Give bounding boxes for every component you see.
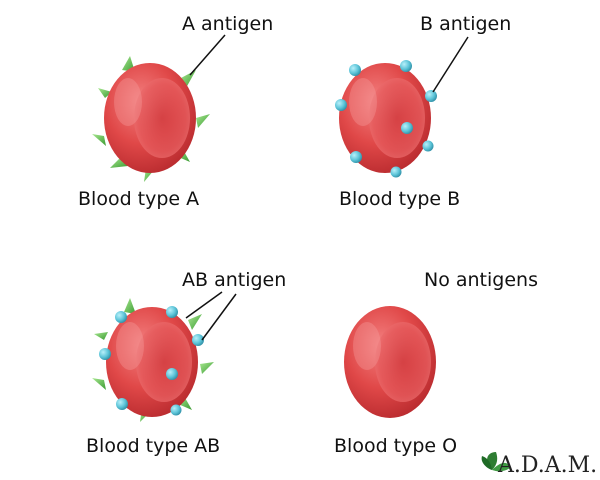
b-antigen-dots [335, 60, 437, 178]
cell-type-b [335, 60, 437, 178]
ab-antigen-pointer-1 [185, 291, 223, 319]
adam-logo: A.D.A.M. [481, 452, 597, 478]
blood-type-ab-label: Blood type AB [86, 435, 220, 457]
ab-b-antigen-dots [99, 306, 204, 416]
b-antigen-label: B antigen [420, 13, 511, 35]
ab-antigen-label: AB antigen [182, 269, 286, 291]
ab-a-antigen-spikes [92, 298, 214, 422]
a-antigen-pointer [189, 34, 226, 76]
no-antigens-label: No antigens [424, 269, 538, 291]
adam-logo-text: A.D.A.M. [497, 453, 597, 478]
cell-type-o [344, 306, 436, 418]
ab-antigen-pointer-2 [201, 293, 237, 341]
a-antigen-label: A antigen [182, 13, 273, 35]
a-antigen-spikes [92, 56, 210, 182]
blood-type-a-label: Blood type A [78, 188, 199, 210]
leaf-icon [481, 452, 510, 472]
blood-type-o-label: Blood type O [334, 435, 457, 457]
blood-type-b-label: Blood type B [339, 188, 460, 210]
cell-type-ab [92, 298, 214, 422]
cell-type-a [92, 56, 210, 182]
b-antigen-pointer [432, 36, 469, 93]
